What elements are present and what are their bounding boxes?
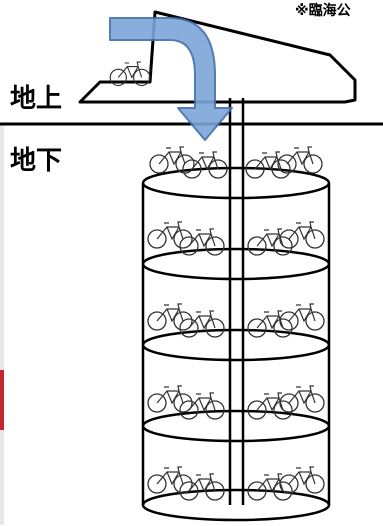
note-label: ※臨海公 [295, 3, 351, 19]
silo-floor-4 [141, 409, 331, 443]
silo-floor-3 [141, 328, 331, 362]
entry-arrow-icon [109, 17, 233, 141]
bicycles-level-5 [147, 466, 325, 501]
silo-floor-2 [141, 247, 331, 281]
below-ground-label: 地下 [10, 146, 63, 176]
above-ground-label: 地上 [10, 84, 63, 114]
entrance-building [78, 10, 357, 104]
silo-floor-1 [141, 166, 331, 200]
left-edge-strip [0, 125, 4, 525]
bicycles-level-1 [149, 146, 323, 179]
left-edge-accent [0, 370, 4, 430]
bicycles-level-3 [147, 303, 325, 338]
silo-floor-5 [141, 488, 331, 522]
